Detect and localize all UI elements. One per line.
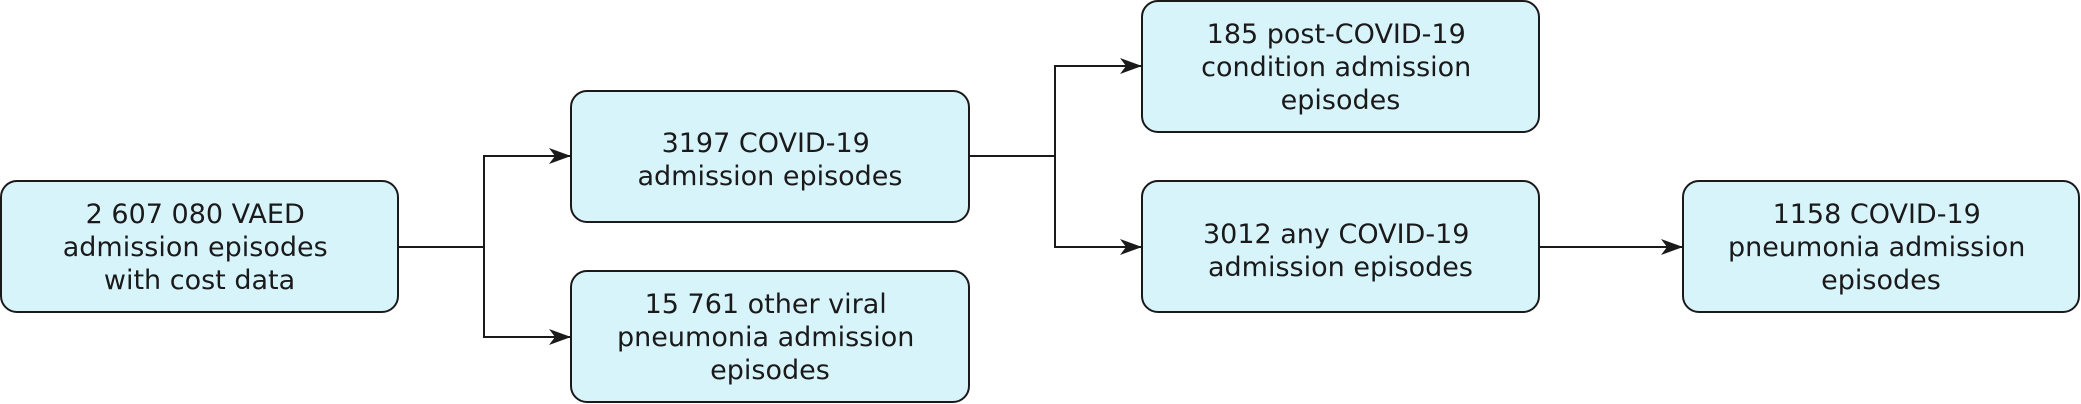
node-label-line: episodes — [710, 355, 830, 386]
node-label-line: with cost data — [104, 265, 295, 296]
connectors — [398, 58, 1683, 345]
node-label: 3012 any COVID-19 admission episodes — [1203, 219, 1478, 283]
node-label-line: pneumonia admission — [1728, 232, 2025, 263]
node-label-line: 185 post-COVID-19 — [1207, 19, 1466, 50]
node-box — [570, 270, 970, 403]
node-box — [1682, 180, 2080, 313]
edge-covid-to-post-covid — [969, 58, 1142, 157]
node-label-line: condition admission — [1201, 52, 1471, 83]
edge-covid-to-any-covid — [1054, 156, 1142, 255]
node-box — [1141, 180, 1540, 313]
node-label-line: episodes — [1281, 85, 1401, 116]
node-label: 1158 COVID-19 pneumonia admission episod… — [1728, 199, 2034, 296]
node-post-covid-condition-episodes: 185 post-COVID-19 condition admission ep… — [1141, 0, 1540, 133]
node-label-line: 1158 COVID-19 — [1773, 199, 1981, 230]
node-box — [570, 90, 970, 223]
edge-vaed-to-covid — [398, 148, 571, 248]
node-label-line: 2 607 080 VAED — [86, 199, 305, 230]
edge-vaed-to-other-viral — [483, 247, 571, 345]
node-box — [0, 180, 399, 313]
node-label-line: episodes — [1821, 265, 1941, 296]
node-label-line: 3197 COVID-19 — [662, 128, 870, 159]
node-covid-episodes: 3197 COVID-19 admission episodes — [570, 90, 970, 223]
node-label-line: 15 761 other viral — [645, 289, 887, 320]
node-vaed-episodes: 2 607 080 VAED admission episodes with c… — [0, 180, 399, 313]
node-any-covid-episodes: 3012 any COVID-19 admission episodes — [1141, 180, 1540, 313]
node-covid-pneumonia-episodes: 1158 COVID-19 pneumonia admission episod… — [1682, 180, 2080, 313]
node-label-line: pneumonia admission — [617, 322, 914, 353]
node-label: 3197 COVID-19 admission episodes — [638, 128, 903, 192]
node-label-line: 3012 any COVID-19 — [1203, 219, 1469, 250]
node-label: 15 761 other viral pneumonia admission e… — [617, 289, 923, 386]
node-label-line: admission episodes — [63, 232, 328, 263]
node-other-viral-pneumonia-episodes: 15 761 other viral pneumonia admission e… — [570, 270, 970, 403]
node-label: 2 607 080 VAED admission episodes with c… — [63, 199, 337, 296]
node-label-line: admission episodes — [638, 161, 903, 192]
node-label: 185 post-COVID-19 condition admission ep… — [1201, 19, 1480, 116]
node-box — [1141, 0, 1540, 133]
node-label-line: admission episodes — [1208, 252, 1473, 283]
